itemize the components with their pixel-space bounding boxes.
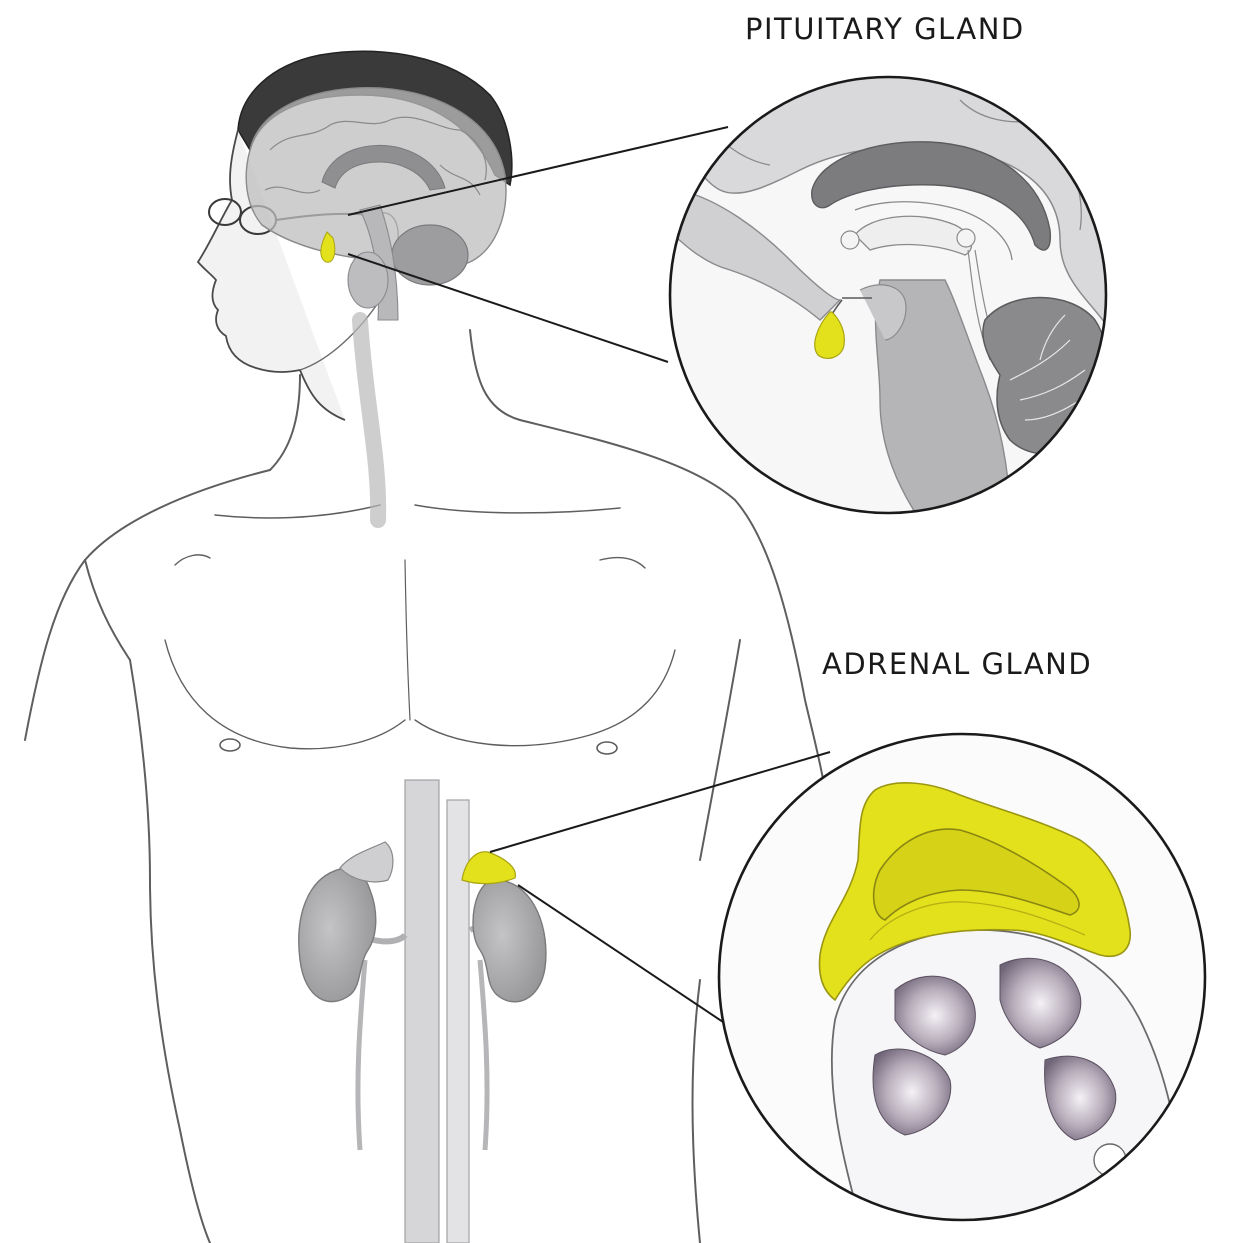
adrenal-gland-label: ADRENAL GLAND: [822, 647, 1092, 681]
spine-vessels: [358, 320, 495, 1243]
adrenal-inset: [719, 734, 1205, 1220]
pituitary-inset: [660, 74, 1110, 520]
head: [198, 51, 512, 420]
adrenal-gland-small: [462, 852, 515, 884]
pituitary-gland-label: PITUITARY GLAND: [745, 12, 1025, 46]
cerebellum: [392, 225, 468, 285]
